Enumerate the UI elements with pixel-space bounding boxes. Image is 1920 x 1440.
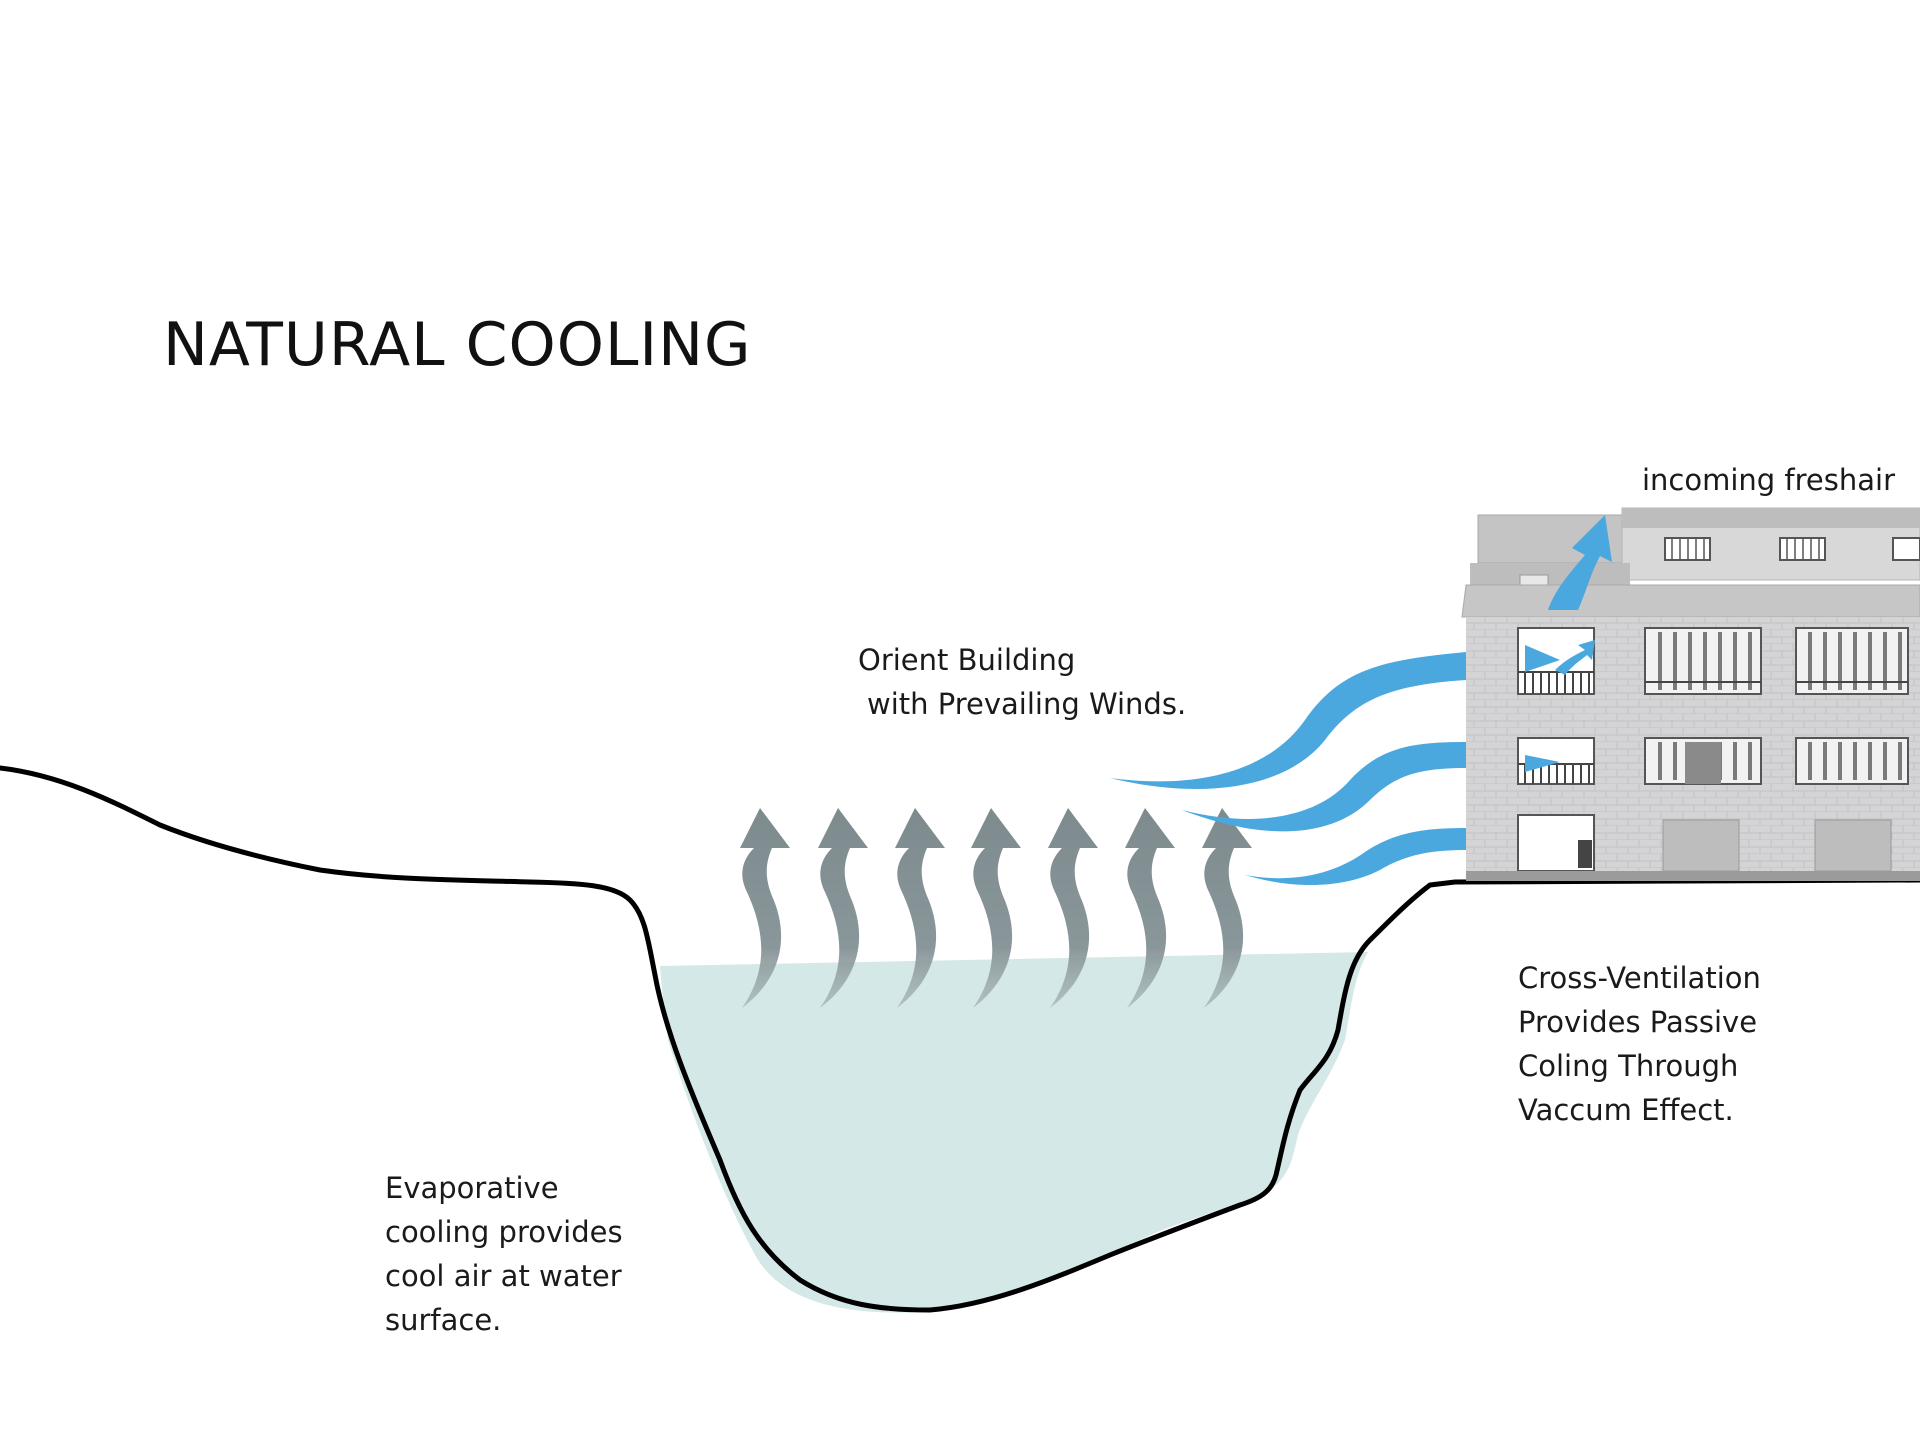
cross-line-4: Vaccum Effect. <box>1518 1093 1734 1127</box>
evap-line-4: surface. <box>385 1303 502 1337</box>
wind-flow-icon <box>1110 515 1612 886</box>
orient-building-label: Orient Building with Prevailing Winds. <box>858 638 1186 726</box>
rooftop-block-left <box>1477 514 1639 564</box>
water-body <box>660 952 1368 1313</box>
incoming-freshair-text: incoming freshair <box>1642 463 1896 497</box>
wind-stream-middle <box>1182 742 1466 832</box>
cross-line-1: Cross-Ventilation <box>1518 961 1761 995</box>
evap-line-3: cool air at water <box>385 1259 622 1293</box>
page-title: NATURAL COOLING <box>163 310 752 380</box>
building-icon <box>1461 507 1920 881</box>
roof-slab <box>1461 584 1920 618</box>
wind-stream-top <box>1110 652 1466 790</box>
ground-profile-line <box>0 765 1920 1313</box>
evap-line-1: Evaporative <box>385 1171 559 1205</box>
roof-edge-left <box>1470 563 1630 585</box>
evap-line-2: cooling provides <box>385 1215 623 1249</box>
cross-ventilation-label: Cross-Ventilation Provides Passive Colin… <box>1518 956 1761 1132</box>
orient-line-1: Orient Building <box>858 643 1076 677</box>
rooftop-exhaust-arrow <box>1548 515 1612 610</box>
evaporative-cooling-label: Evaporative cooling provides cool air at… <box>385 1166 623 1342</box>
cross-line-3: Coling Through <box>1518 1049 1739 1083</box>
wind-stream-bottom <box>1245 828 1466 886</box>
orient-line-2: with Prevailing Winds. <box>867 687 1187 721</box>
cross-line-2: Provides Passive <box>1518 1005 1758 1039</box>
incoming-freshair-label: incoming freshair <box>1642 458 1895 502</box>
